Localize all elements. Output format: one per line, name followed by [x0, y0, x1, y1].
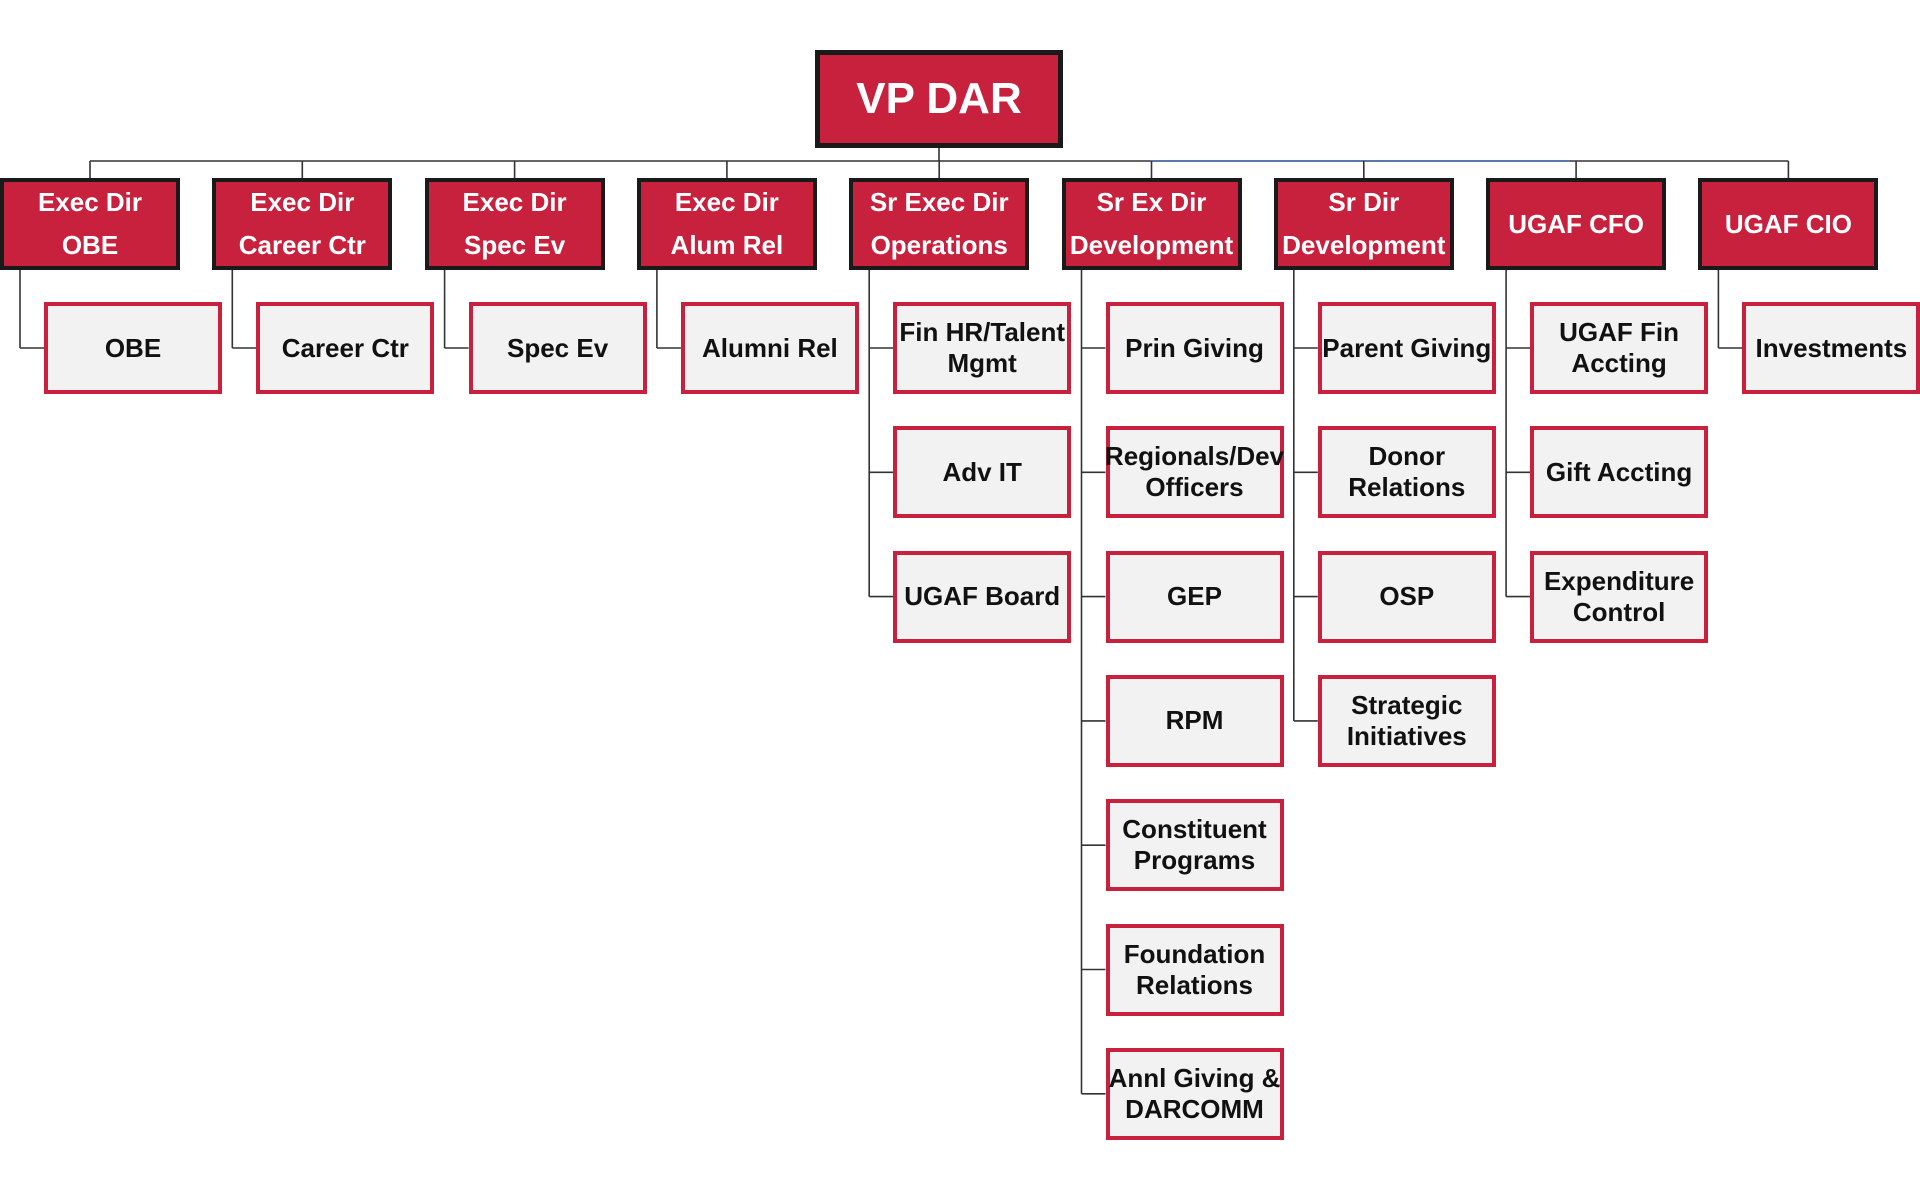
- child-box-gift-accting: Gift Accting: [1530, 426, 1709, 519]
- dept-head-exec-dir-obe-label-line: Exec Dir: [37, 187, 143, 217]
- child-box-gep: GEP: [1105, 550, 1284, 643]
- dept-head-ugaf-cio: UGAF CIO: [1698, 178, 1879, 270]
- child-box-investments-label-line: Investments: [1755, 332, 1908, 363]
- child-box-prin-giving: Prin Giving: [1105, 302, 1284, 394]
- dept-head-sr-ex-dir-development-label-line: Development: [1069, 230, 1234, 260]
- child-box-osp: OSP: [1317, 550, 1496, 643]
- dept-head-ugaf-cio-label-line: UGAF CIO: [1724, 208, 1852, 239]
- child-box-constituent-programs-label-line: Constituent: [1122, 814, 1267, 845]
- child-box-adv-it: Adv IT: [893, 426, 1072, 519]
- child-box-obe-label-line: OBE: [104, 332, 162, 363]
- dept-head-exec-dir-career-ctr-label-line: Career Ctr: [238, 230, 366, 260]
- child-box-gep-label-line: GEP: [1167, 581, 1222, 612]
- child-box-donor-relations-label-line: Relations: [1348, 472, 1466, 503]
- child-box-gift-accting-label-line: Gift Accting: [1545, 456, 1693, 487]
- child-box-rpm: RPM: [1105, 674, 1284, 767]
- child-box-expenditure-control-label-line: Control: [1572, 596, 1666, 627]
- dept-head-exec-dir-alum-rel-label-line: Exec Dir: [674, 187, 779, 217]
- child-box-regionals-dev-officers-label-line: Officers: [1145, 472, 1244, 503]
- child-box-investments: Investments: [1742, 302, 1920, 394]
- dept-head-sr-dir-development-label-line: Development: [1282, 230, 1446, 260]
- child-box-donor-relations-label-line: Donor: [1368, 441, 1446, 472]
- child-box-regionals-dev-officers-label-line: Regionals/Dev: [1104, 441, 1285, 472]
- child-box-fin-hr-talent-mgmt-label-line: Mgmt: [947, 348, 1017, 378]
- root-box-vp-dar-label-line: VP DAR: [856, 73, 1022, 123]
- child-box-strategic-initiatives-label-line: Initiatives: [1346, 720, 1467, 751]
- dept-head-exec-dir-spec-ev-label-line: Exec Dir: [462, 187, 567, 217]
- child-box-foundation-relations-label-line: Relations: [1135, 969, 1254, 1000]
- child-box-obe: OBE: [44, 302, 222, 394]
- dept-head-ugaf-cfo-label-line: UGAF CFO: [1508, 208, 1644, 239]
- dept-head-sr-ex-dir-development-label-line: Sr Ex Dir: [1096, 187, 1207, 217]
- dept-head-ugaf-cfo: UGAF CFO: [1486, 178, 1667, 270]
- dept-head-sr-dir-development-label-line: Sr Dir: [1328, 187, 1400, 217]
- child-box-annl-giving-and-darcomm: Annl Giving &DARCOMM: [1105, 1047, 1284, 1140]
- child-box-fin-hr-talent-mgmt-label-line: Fin HR/Talent: [899, 317, 1065, 347]
- child-box-annl-giving-and-darcomm-label-line: DARCOMM: [1125, 1093, 1264, 1124]
- child-box-prin-giving-label-line: Prin Giving: [1125, 332, 1264, 363]
- child-box-parent-giving-label-line: Parent Giving: [1322, 332, 1492, 363]
- child-box-rpm-label-line: RPM: [1165, 705, 1224, 736]
- child-box-parent-giving: Parent Giving: [1317, 302, 1496, 394]
- child-box-ugaf-board: UGAF Board: [893, 550, 1072, 643]
- child-box-annl-giving-and-darcomm-label-line: Annl Giving &: [1108, 1062, 1281, 1093]
- child-box-expenditure-control-label-line: Expenditure: [1543, 565, 1695, 596]
- dept-head-exec-dir-obe-label-line: OBE: [61, 230, 119, 260]
- child-box-career-ctr: Career Ctr: [256, 302, 435, 394]
- dept-head-exec-dir-spec-ev-label-line: Spec Ev: [464, 230, 566, 260]
- child-box-strategic-initiatives-label-line: Strategic: [1351, 689, 1463, 720]
- dept-head-sr-exec-dir-operations-label-line: Operations: [870, 230, 1008, 260]
- child-box-alumni-rel: Alumni Rel: [680, 302, 859, 394]
- dept-head-exec-dir-career-ctr-label-line: Exec Dir: [250, 187, 355, 217]
- dept-head-sr-exec-dir-operations-label-line: Sr Exec Dir: [869, 187, 1009, 217]
- child-box-spec-ev-label-line: Spec Ev: [507, 332, 609, 363]
- child-box-spec-ev: Spec Ev: [468, 302, 647, 394]
- child-box-foundation-relations-label-line: Foundation: [1123, 938, 1266, 969]
- child-box-career-ctr-label-line: Career Ctr: [281, 332, 409, 363]
- child-box-ugaf-fin-accting-label-line: UGAF Fin: [1559, 317, 1680, 347]
- child-box-ugaf-board-label-line: UGAF Board: [904, 581, 1061, 612]
- root-box-vp-dar: VP DAR: [815, 50, 1063, 148]
- child-box-constituent-programs-label-line: Programs: [1133, 845, 1256, 876]
- child-box-ugaf-fin-accting-label-line: Accting: [1571, 348, 1667, 378]
- dept-head-exec-dir-alum-rel-label-line: Alum Rel: [670, 230, 784, 260]
- child-box-osp-label-line: OSP: [1379, 581, 1435, 612]
- child-box-adv-it-label-line: Adv IT: [942, 456, 1022, 487]
- child-box-alumni-rel-label-line: Alumni Rel: [701, 332, 838, 363]
